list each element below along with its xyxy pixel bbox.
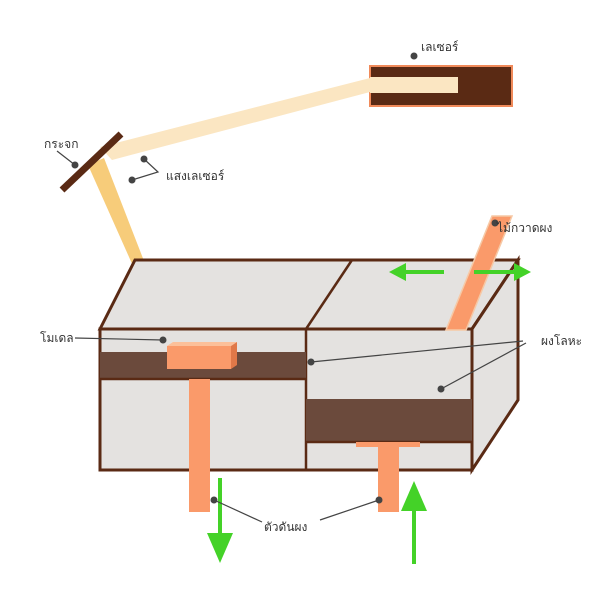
top-divider xyxy=(304,259,354,330)
laser-beam-upper xyxy=(100,78,370,160)
right-piston xyxy=(378,447,399,512)
model-top xyxy=(167,342,237,346)
powder-leader-dot-2 xyxy=(437,385,445,393)
roller-left-arrow xyxy=(389,263,444,281)
model-leader xyxy=(74,337,164,341)
laser-aperture xyxy=(370,77,458,93)
laser-beam-leader-dot-1 xyxy=(140,155,148,163)
roller-right-arrow xyxy=(474,263,531,281)
powder-leader-2 xyxy=(440,342,527,390)
model-side xyxy=(231,342,237,369)
right-powder-supply xyxy=(306,399,472,441)
laser-beam-leader-dot-2 xyxy=(128,176,136,184)
label-model: โมเดล xyxy=(40,331,74,345)
right-piston-plate xyxy=(356,442,420,447)
laser-leader-dot xyxy=(410,52,418,60)
mirror-leader-dot xyxy=(71,161,79,169)
label-piston: ตัวดันผง xyxy=(264,520,307,534)
mirror-leader xyxy=(56,150,76,166)
piston-leader-1 xyxy=(213,499,263,523)
piston-leader-dot-2 xyxy=(375,496,383,504)
label-laser-beam: แสงเลเซอร์ xyxy=(166,169,225,183)
model xyxy=(167,346,231,369)
label-roller: ไม้กวาดผง xyxy=(496,221,552,235)
label-mirror: กระจก xyxy=(44,137,78,151)
powder-leader-dot-1 xyxy=(307,358,315,366)
label-metal-powder: ผงโลหะ xyxy=(541,334,582,348)
model-leader-dot xyxy=(159,336,167,344)
piston-leader-dot-1 xyxy=(210,496,218,504)
piston-leader-2 xyxy=(319,499,380,521)
powder-leader-1 xyxy=(310,340,524,363)
label-laser: เลเซอร์ xyxy=(421,40,459,54)
left-piston-down-arrow xyxy=(207,478,233,563)
right-piston-up-arrow xyxy=(401,481,427,564)
mirror xyxy=(59,131,124,193)
roller-leader-dot xyxy=(491,219,499,227)
laser-beam-leader xyxy=(131,158,160,181)
left-piston xyxy=(189,379,210,512)
